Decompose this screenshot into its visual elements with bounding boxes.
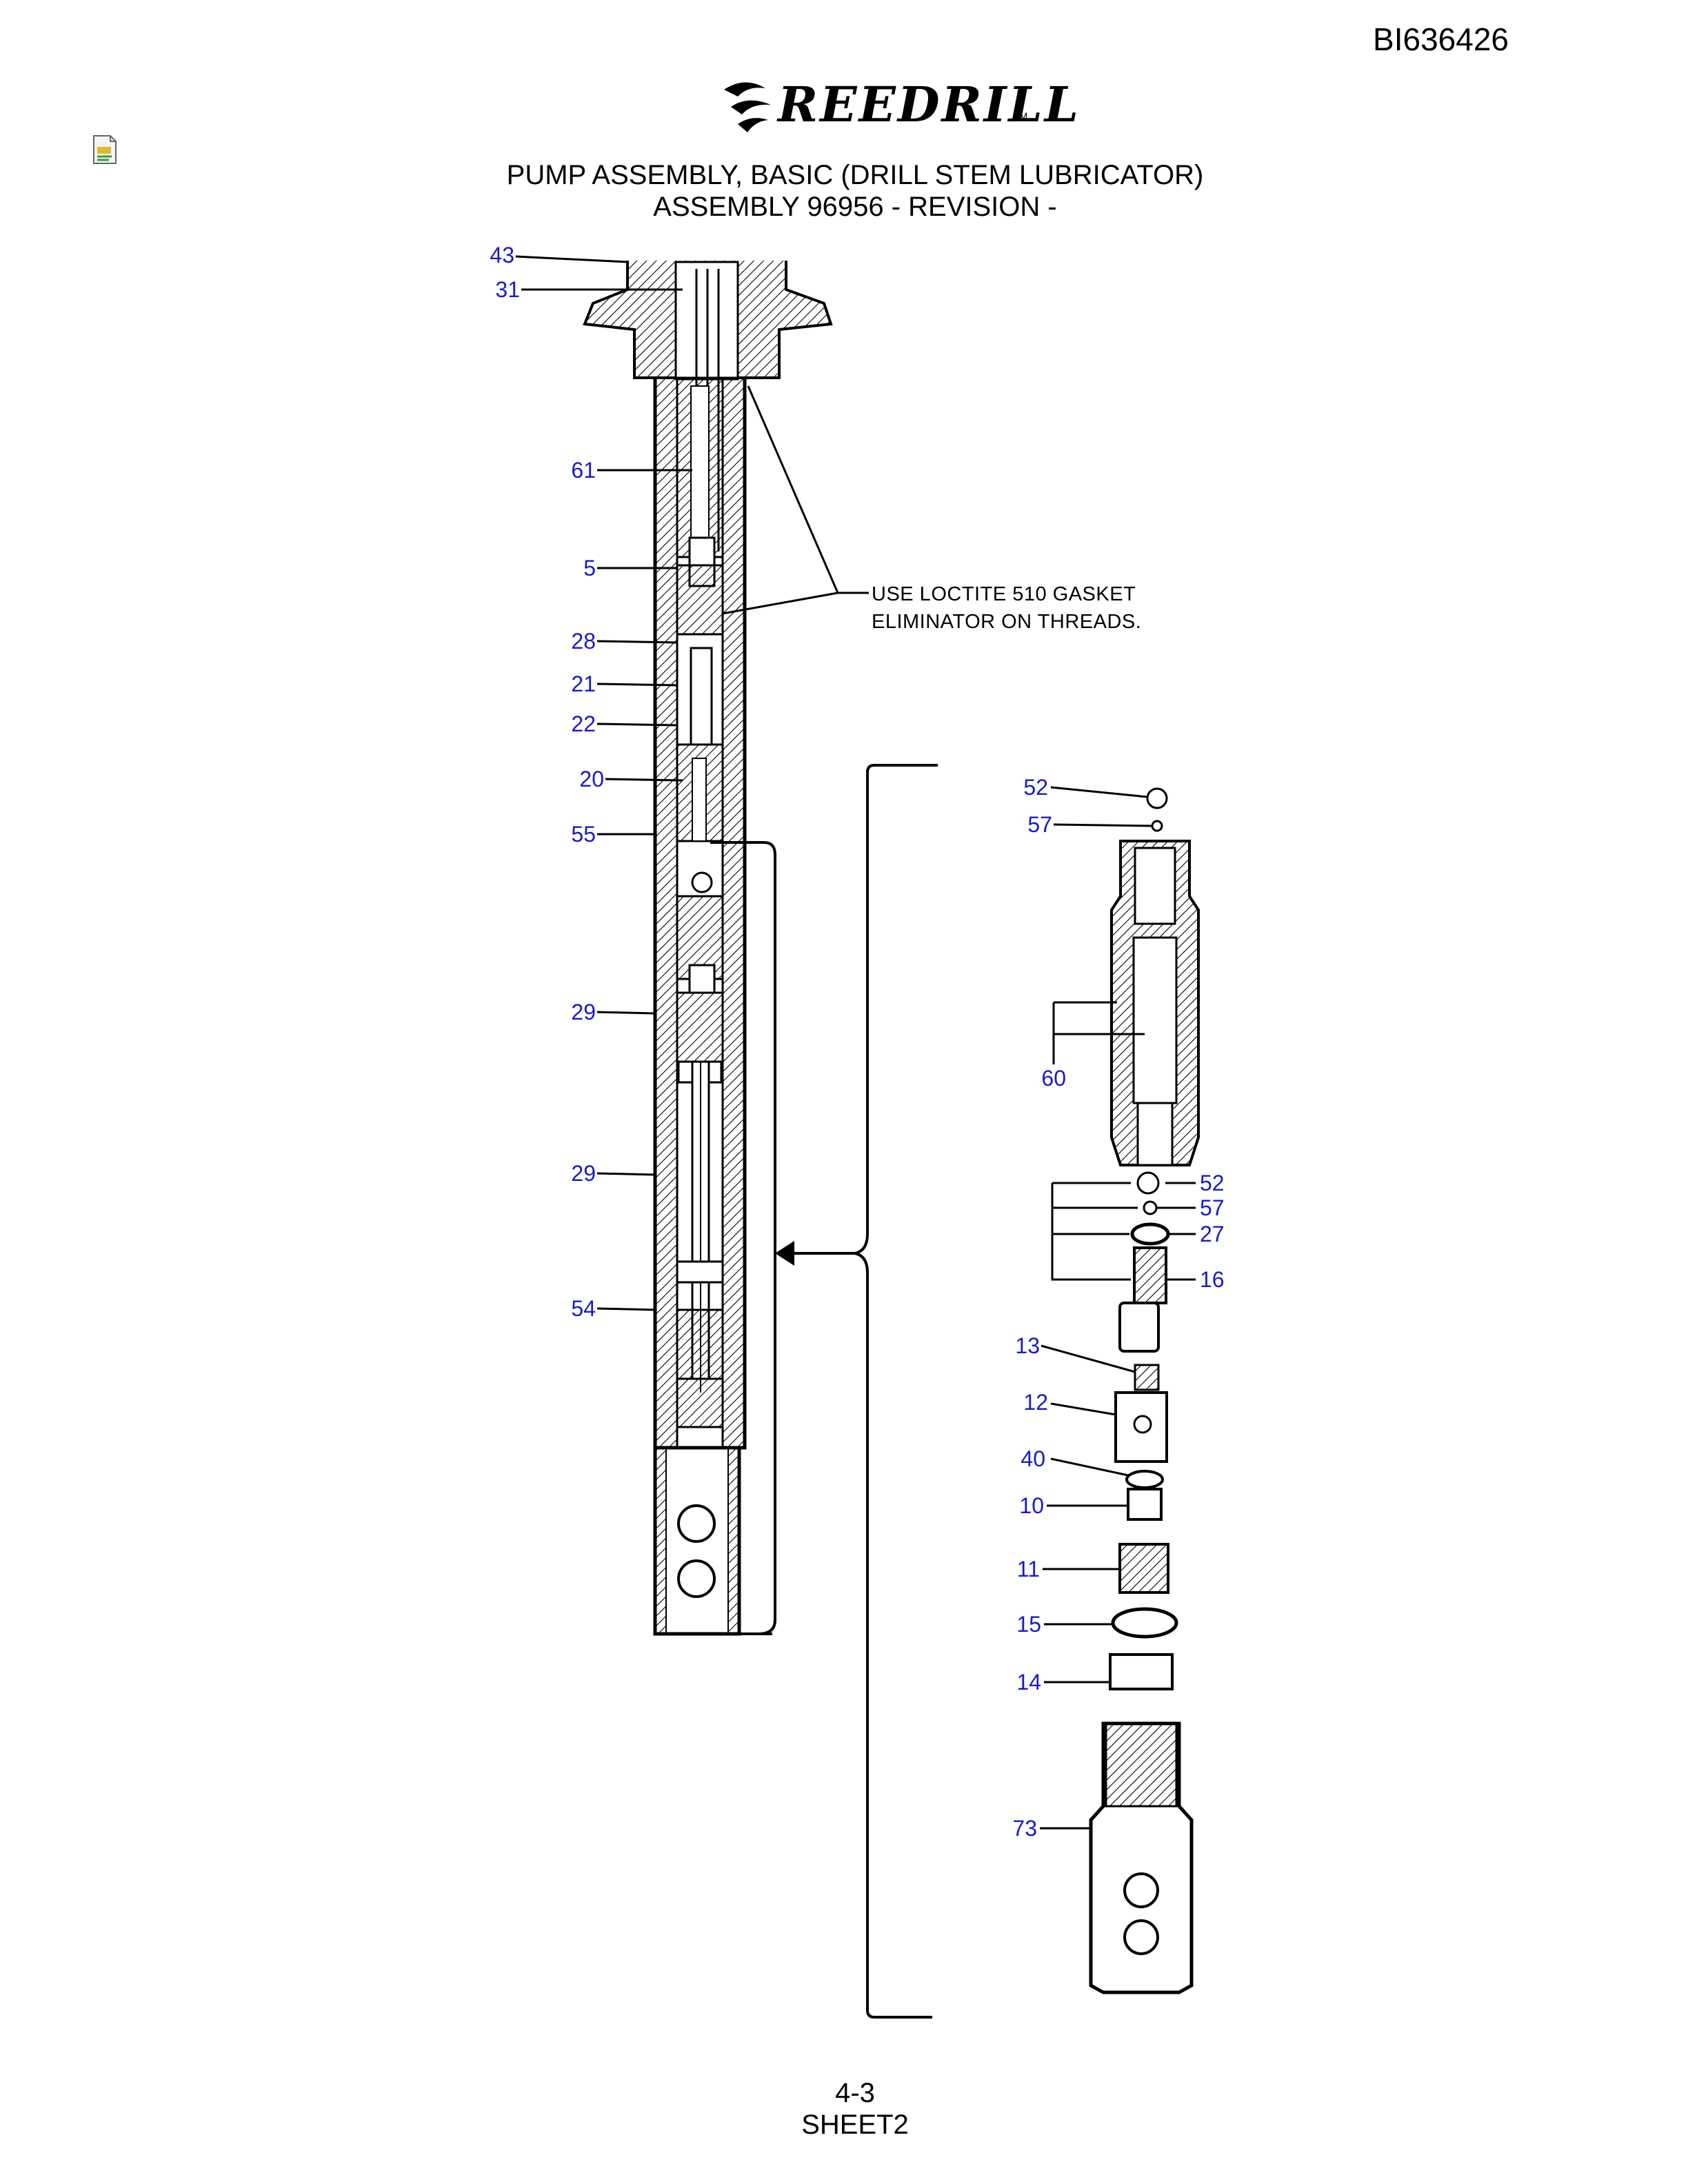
callout-29-upper: 29 — [571, 1000, 596, 1024]
callout-21: 21 — [571, 671, 596, 696]
callout-40: 40 — [1021, 1446, 1045, 1471]
page-title-line2: ASSEMBLY 96956 - REVISION - — [653, 192, 1057, 222]
callout-60: 60 — [1041, 1066, 1066, 1091]
note-line2: ELIMINATOR ON THREADS. — [872, 611, 1142, 633]
callout-12: 12 — [1023, 1390, 1048, 1415]
callout-29-lower: 29 — [571, 1161, 596, 1186]
callout-61: 61 — [571, 458, 596, 483]
callout-52-top: 52 — [1023, 775, 1048, 800]
callout-22: 22 — [571, 711, 596, 736]
callout-27: 27 — [1200, 1222, 1225, 1246]
callout-20: 20 — [579, 767, 604, 791]
callout-54: 54 — [571, 1296, 596, 1321]
callout-16: 16 — [1200, 1267, 1225, 1292]
page-title-line1: PUMP ASSEMBLY, BASIC (DRILL STEM LUBRICA… — [506, 160, 1204, 190]
callout-57-top: 57 — [1027, 812, 1052, 837]
logo-trademark: TM — [1014, 110, 1028, 121]
callout-31: 31 — [495, 277, 520, 302]
page-number: 4-3 — [835, 2078, 875, 2108]
note-line1: USE LOCTITE 510 GASKET — [872, 583, 1136, 605]
logo-wordmark: REEDRILL — [778, 76, 1081, 133]
callout-55: 55 — [571, 822, 596, 847]
callout-73: 73 — [1012, 1816, 1037, 1841]
callout-13: 13 — [1015, 1333, 1040, 1358]
callout-10: 10 — [1019, 1493, 1044, 1518]
callout-52-lower: 52 — [1200, 1171, 1225, 1195]
document-icon[interactable] — [91, 134, 119, 165]
callout-15: 15 — [1016, 1612, 1041, 1637]
callout-5: 5 — [583, 556, 596, 580]
callout-11: 11 — [1016, 1557, 1040, 1581]
sheet-label: SHEET2 — [801, 2110, 909, 2140]
callout-57-lower: 57 — [1200, 1195, 1225, 1220]
document-id: BI636426 — [1373, 21, 1509, 57]
loctite-note: USE LOCTITE 510 GASKET ELIMINATOR ON THR… — [872, 580, 1141, 636]
reedrill-swirl-icon — [724, 82, 771, 132]
callout-14: 14 — [1016, 1670, 1041, 1695]
reedrill-logo: REEDRILL TM — [717, 76, 1078, 138]
callout-28: 28 — [571, 629, 596, 654]
callout-43: 43 — [490, 243, 514, 267]
